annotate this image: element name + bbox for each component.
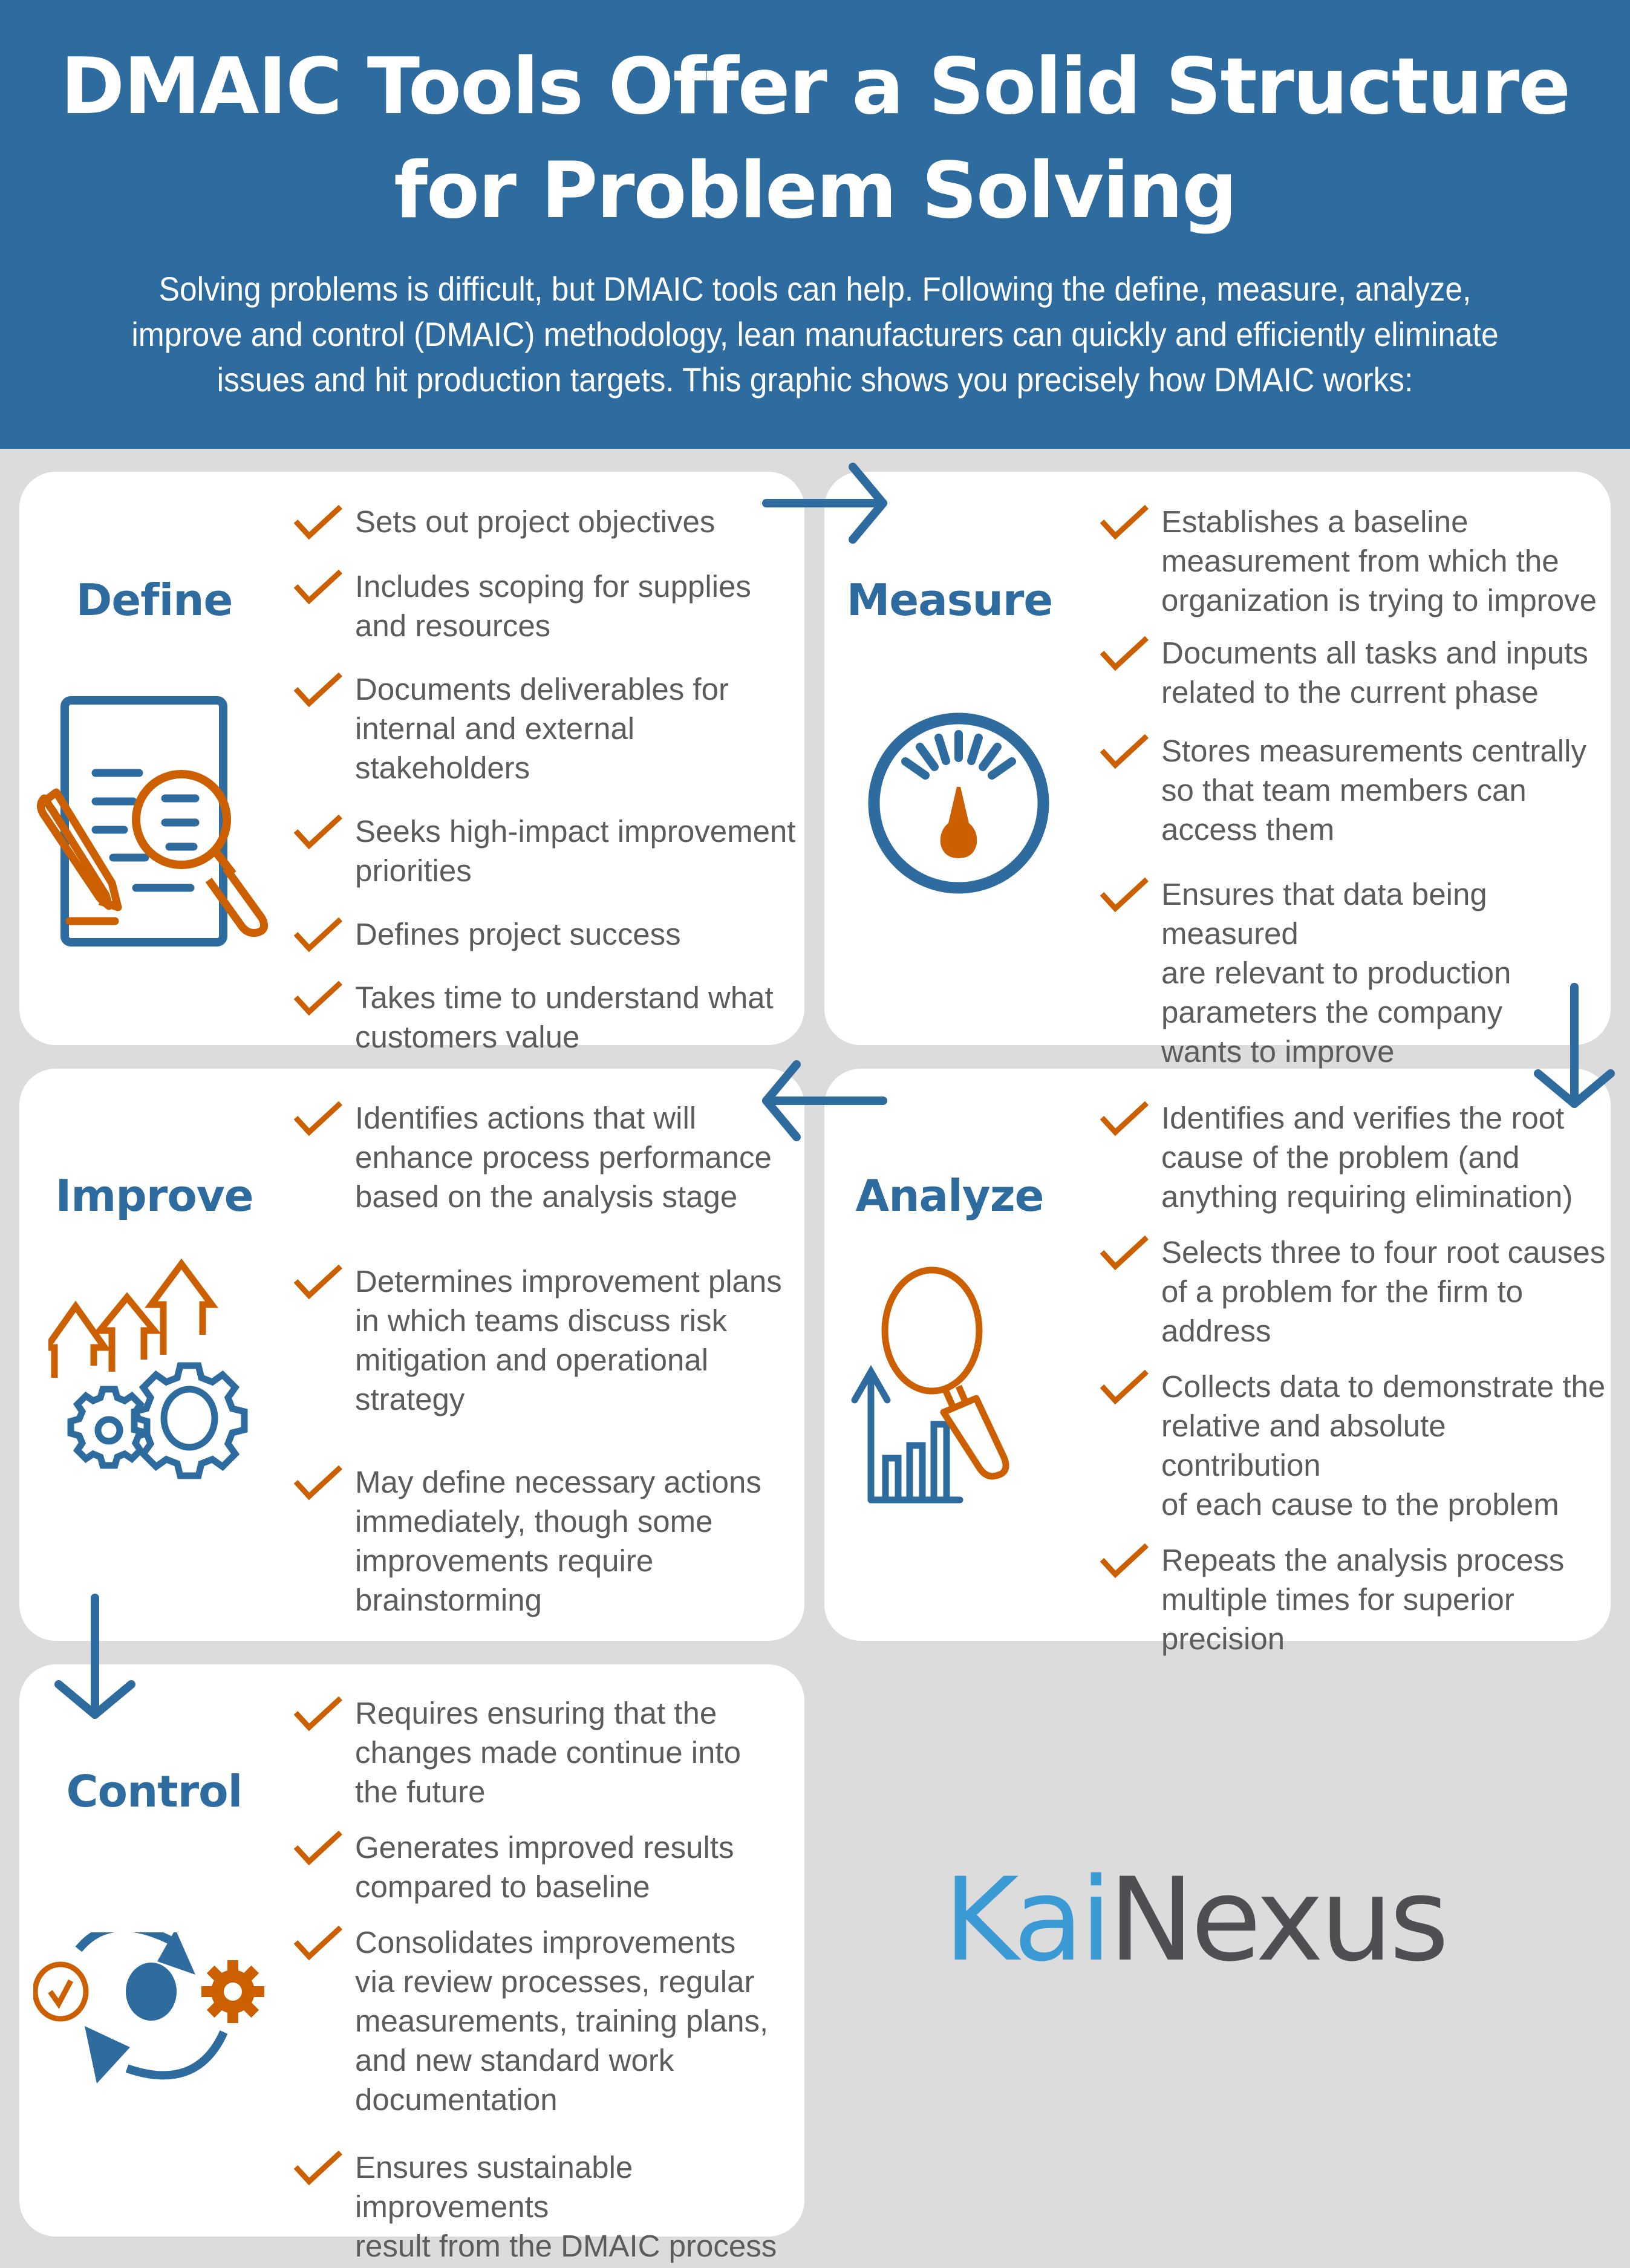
list-item: Ensures that data being measured are rel… (1100, 875, 1608, 1071)
list-item: Defines project success (293, 914, 801, 954)
header-banner: DMAIC Tools Offer a Solid Structure for … (0, 0, 1630, 449)
list-item: Documents all tasks and inputs related t… (1100, 633, 1608, 712)
list-item: Takes time to understand what customers … (293, 978, 801, 1057)
arrow-down-icon (54, 1594, 135, 1719)
list-item: Repeats the analysis process multiple ti… (1100, 1540, 1608, 1658)
analyze-list: Identifies and verifies the root cause o… (1100, 1098, 1608, 1658)
measure-list: Establishes a baseline measurement from … (1100, 502, 1608, 1071)
checkmark-icon (293, 504, 343, 541)
document-magnifier-pencil-icon (37, 696, 269, 947)
checkmark-icon (293, 1925, 343, 1961)
list-item: Selects three to four root causes of a p… (1100, 1233, 1608, 1351)
gauge-icon (868, 712, 1049, 894)
title-line-1: DMAIC Tools Offer a Solid Structure (60, 42, 1571, 132)
card-define (19, 472, 804, 1045)
intro-paragraph: Solving problems is difficult, but DMAIC… (131, 270, 1499, 399)
checkmark-icon (1100, 1235, 1149, 1271)
checkmark-icon (293, 1830, 343, 1866)
improve-list: Identifies actions that will enhance pro… (293, 1098, 801, 1620)
list-item: Seeks high-impact improvement priorities (293, 812, 801, 890)
phase-title-measure: Measure (846, 575, 1054, 625)
checkmark-icon (1100, 1101, 1149, 1137)
checkmark-icon (1100, 504, 1149, 541)
arrow-left-icon (762, 1060, 887, 1141)
logo-part-nexus: Nexus (1108, 1853, 1449, 1987)
checkmark-icon (1100, 636, 1149, 672)
list-item: Includes scoping for supplies and resour… (293, 567, 801, 645)
list-item: Consolidates improvements via review pro… (293, 1923, 807, 2119)
card-improve (19, 1069, 804, 1641)
list-item: Collects data to demonstrate the relativ… (1100, 1367, 1608, 1524)
checkmark-icon (1100, 734, 1149, 770)
list-item: Determines improvement plans in which te… (293, 1262, 801, 1419)
control-list: Requires ensuring that the changes made … (293, 1693, 807, 2266)
checkmark-icon (293, 980, 343, 1017)
checkmark-icon (1100, 1543, 1149, 1579)
arrow-right-icon (762, 463, 887, 544)
phase-title-control: Control (66, 1766, 243, 1817)
checkmark-icon (293, 814, 343, 850)
checkmark-icon (293, 569, 343, 605)
checkmark-icon (293, 1696, 343, 1732)
card-analyze (824, 1069, 1611, 1641)
checkmark-icon (293, 1101, 343, 1137)
checkmark-icon (293, 1264, 343, 1300)
phase-title-analyze: Analyze (855, 1170, 1045, 1221)
list-item: Establishes a baseline measurement from … (1100, 502, 1608, 620)
logo-part-kai: Kai (944, 1853, 1112, 1987)
list-item: Requires ensuring that the changes made … (293, 1693, 807, 1811)
list-item: Documents deliverables for internal and … (293, 670, 801, 787)
checkmark-icon (1100, 1369, 1149, 1406)
list-item: Generates improved results compared to b… (293, 1828, 807, 1906)
checkmark-icon (293, 2150, 343, 2186)
phase-title-improve: Improve (55, 1170, 253, 1221)
checkmark-icon (293, 672, 343, 708)
card-control (19, 1664, 804, 2237)
cycle-check-gear-icon (33, 1932, 264, 2084)
chart-magnifier-icon (851, 1266, 1009, 1504)
gears-arrows-up-icon (48, 1258, 248, 1479)
phase-title-define: Define (76, 575, 233, 625)
list-item: Stores measurements centrally so that te… (1100, 731, 1608, 849)
checkmark-icon (293, 1465, 343, 1501)
list-item: May define necessary actions immediately… (293, 1462, 801, 1620)
list-item: Ensures sustainable improvements result … (293, 2148, 807, 2266)
list-item: Identifies and verifies the root cause o… (1100, 1098, 1608, 1216)
arrow-down-icon (1534, 983, 1615, 1108)
kainexus-logo: KaiNexus (944, 1863, 1449, 1978)
checkmark-icon (1100, 877, 1149, 913)
checkmark-icon (293, 917, 343, 953)
list-item: Identifies actions that will enhance pro… (293, 1098, 801, 1216)
page-title: DMAIC Tools Offer a Solid Structure for … (0, 35, 1630, 243)
define-list: Sets out project objectives Includes sco… (293, 502, 801, 1057)
list-item: Sets out project objectives (293, 502, 801, 541)
title-line-2: for Problem Solving (394, 146, 1237, 236)
